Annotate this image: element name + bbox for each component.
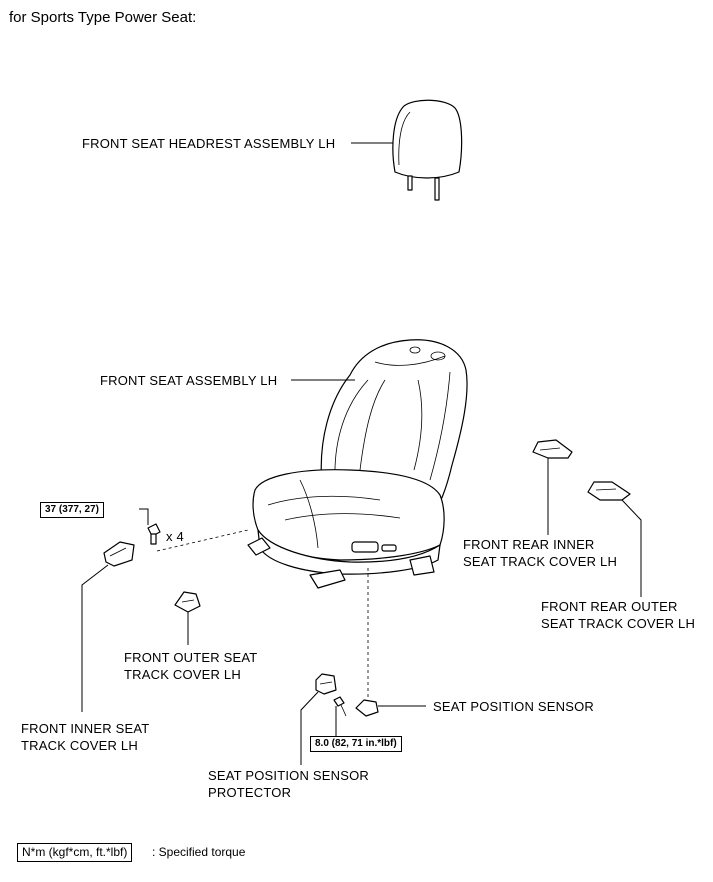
- rear-inner-cover-label-line2: SEAT TRACK COVER LH: [463, 554, 618, 569]
- outer-cover-label-line2: TRACK COVER LH: [124, 667, 241, 682]
- page-heading: for Sports Type Power Seat:: [9, 9, 197, 26]
- headrest-label: FRONT SEAT HEADREST ASSEMBLY LH: [82, 136, 336, 151]
- seat-bolt-torque-box: 37 (377, 27): [40, 502, 104, 518]
- headrest-illustration: [351, 99, 463, 201]
- seat-assembly-illustration: [247, 339, 468, 589]
- front-outer-cover-illustration: [174, 591, 201, 645]
- sensor-label: SEAT POSITION SENSOR: [433, 699, 594, 714]
- protector-label-line1: SEAT POSITION SENSOR: [208, 768, 369, 783]
- rear-inner-cover-illustration: [532, 439, 573, 535]
- seat-position-sensor-illustration: [333, 568, 426, 736]
- sensor-protector-illustration: [300, 673, 337, 765]
- front-inner-cover-illustration: [81, 541, 135, 712]
- rear-outer-cover-label-line2: SEAT TRACK COVER LH: [541, 616, 696, 631]
- bolt-quantity-label: x 4: [166, 529, 184, 544]
- seat-bolt-illustration: [139, 508, 249, 552]
- torque-units-legend-box: N*m (kgf*cm, ft.*lbf): [17, 843, 133, 862]
- sensor-bolt-torque-box: 8.0 (82, 71 in.*lbf): [310, 736, 402, 752]
- seat-assembly-label: FRONT SEAT ASSEMBLY LH: [100, 373, 278, 388]
- rear-inner-cover-label-line1: FRONT REAR INNER: [463, 537, 595, 552]
- inner-cover-label-line2: TRACK COVER LH: [21, 738, 138, 753]
- protector-label-line2: PROTECTOR: [208, 785, 292, 800]
- torque-legend-text: : Specified torque: [152, 845, 246, 859]
- inner-cover-label-line1: FRONT INNER SEAT: [21, 721, 150, 736]
- rear-outer-cover-illustration: [587, 481, 642, 597]
- outer-cover-label-line1: FRONT OUTER SEAT: [124, 650, 258, 665]
- rear-outer-cover-label-line1: FRONT REAR OUTER: [541, 599, 678, 614]
